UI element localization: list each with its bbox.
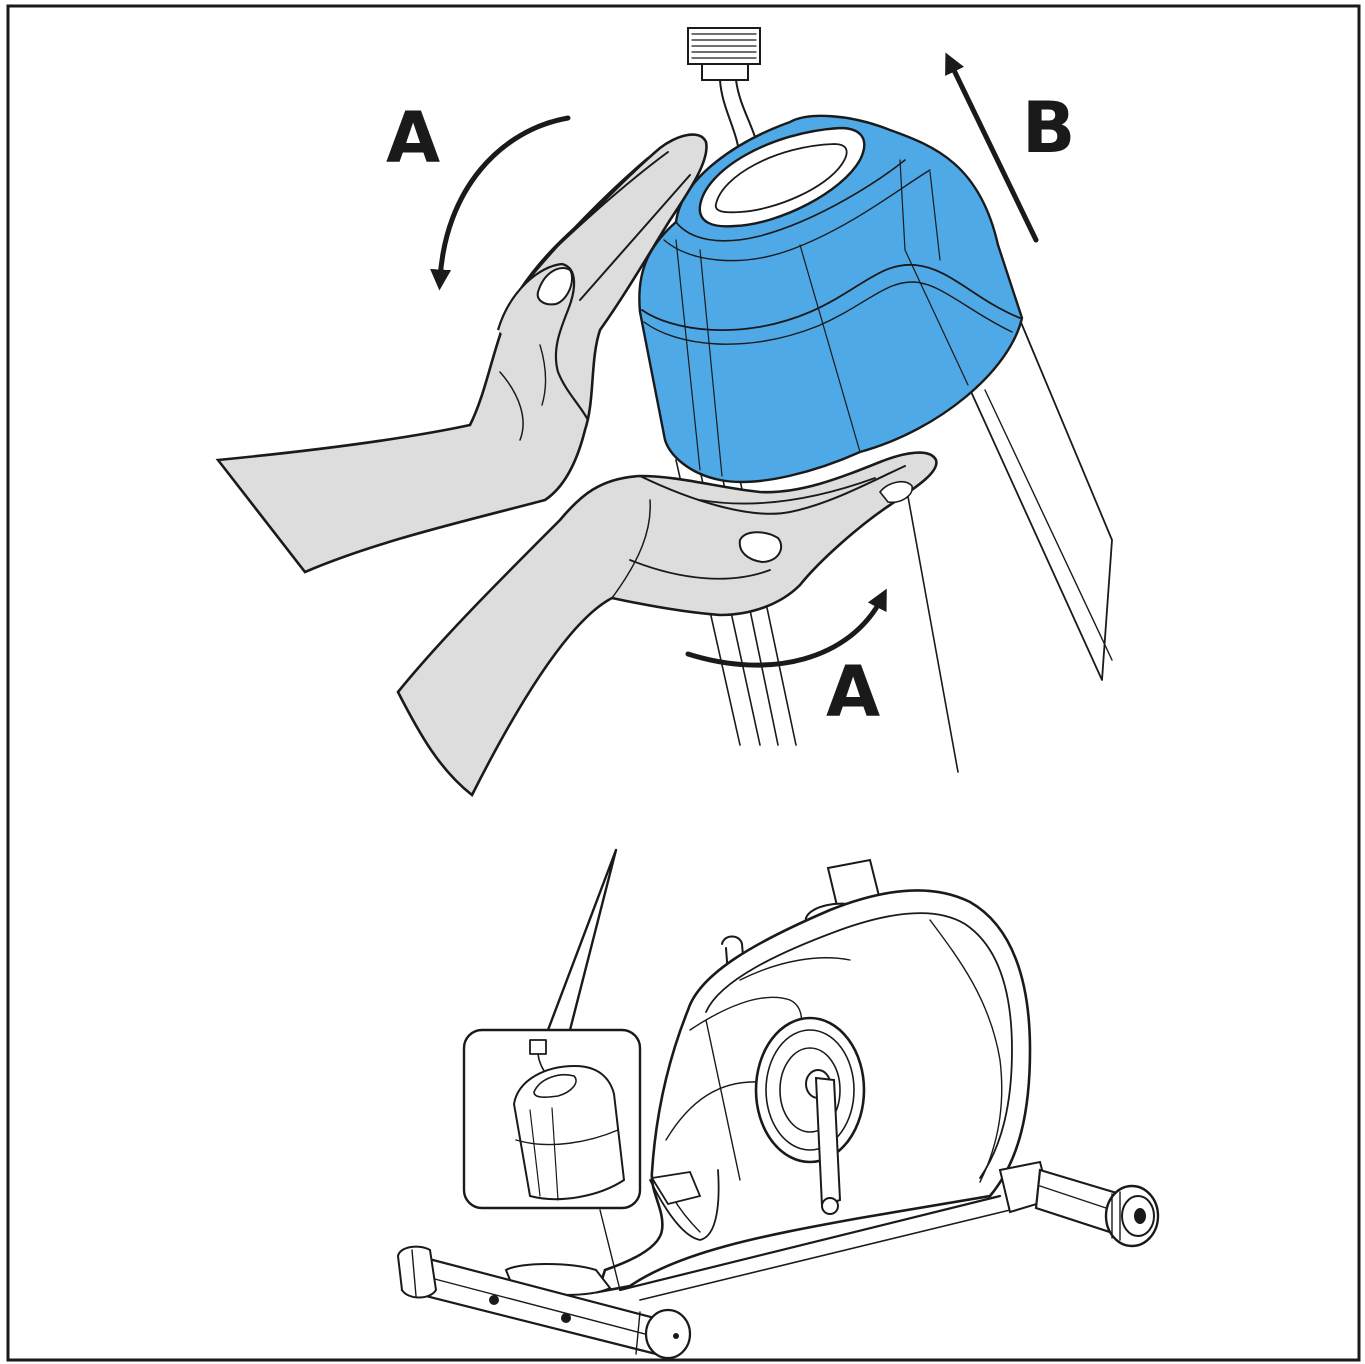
lower-hand xyxy=(396,451,938,797)
upper-hand xyxy=(215,133,708,574)
exercise-bike xyxy=(396,858,1160,1360)
rear-end-cap xyxy=(1104,1184,1160,1248)
console-cover xyxy=(638,114,1024,484)
rotate-arrow-bottom xyxy=(685,588,887,668)
label-rotate-bottom: A xyxy=(826,651,880,733)
crank-arm xyxy=(814,1076,842,1208)
detail-callout xyxy=(462,1028,642,1210)
flywheel xyxy=(754,1016,866,1164)
label-rotate-top: A xyxy=(386,97,440,179)
lift-arrow xyxy=(945,52,1039,243)
rotate-arrow-top xyxy=(430,115,571,291)
front-end-cap xyxy=(644,1308,692,1360)
label-lift: B xyxy=(1022,87,1075,169)
callout-pointer xyxy=(546,848,618,1032)
page-frame xyxy=(6,4,1361,1362)
